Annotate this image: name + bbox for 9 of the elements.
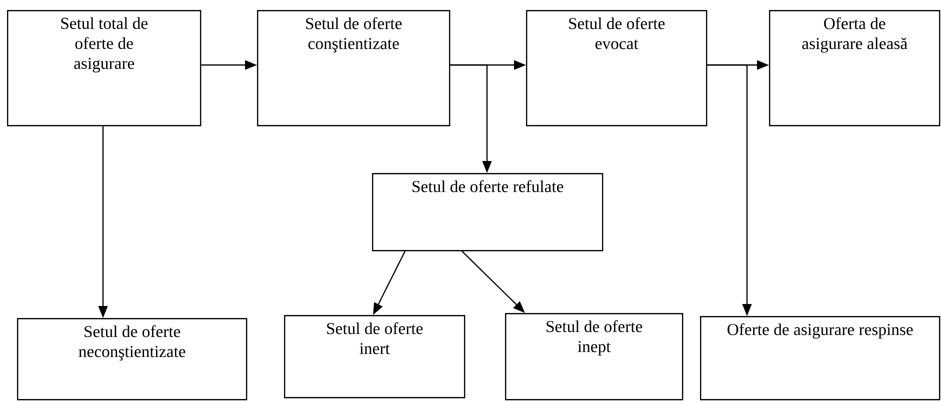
process-box: Setul total de oferte de asigurare	[7, 10, 202, 126]
process-box: Setul de oferte conştientizate	[257, 10, 450, 126]
process-box: Setul de oferte inert	[284, 315, 466, 398]
process-box: Setul de oferte neconştientizate	[17, 318, 248, 400]
process-box: Setul de oferte evocat	[526, 10, 708, 126]
process-box: Oferte de asigurare respinse	[700, 316, 940, 400]
process-box: Oferta de asigurare aleasă	[769, 10, 940, 126]
process-box: Setul de oferte inept	[505, 313, 684, 400]
process-box: Setul de oferte refulate	[372, 173, 604, 252]
